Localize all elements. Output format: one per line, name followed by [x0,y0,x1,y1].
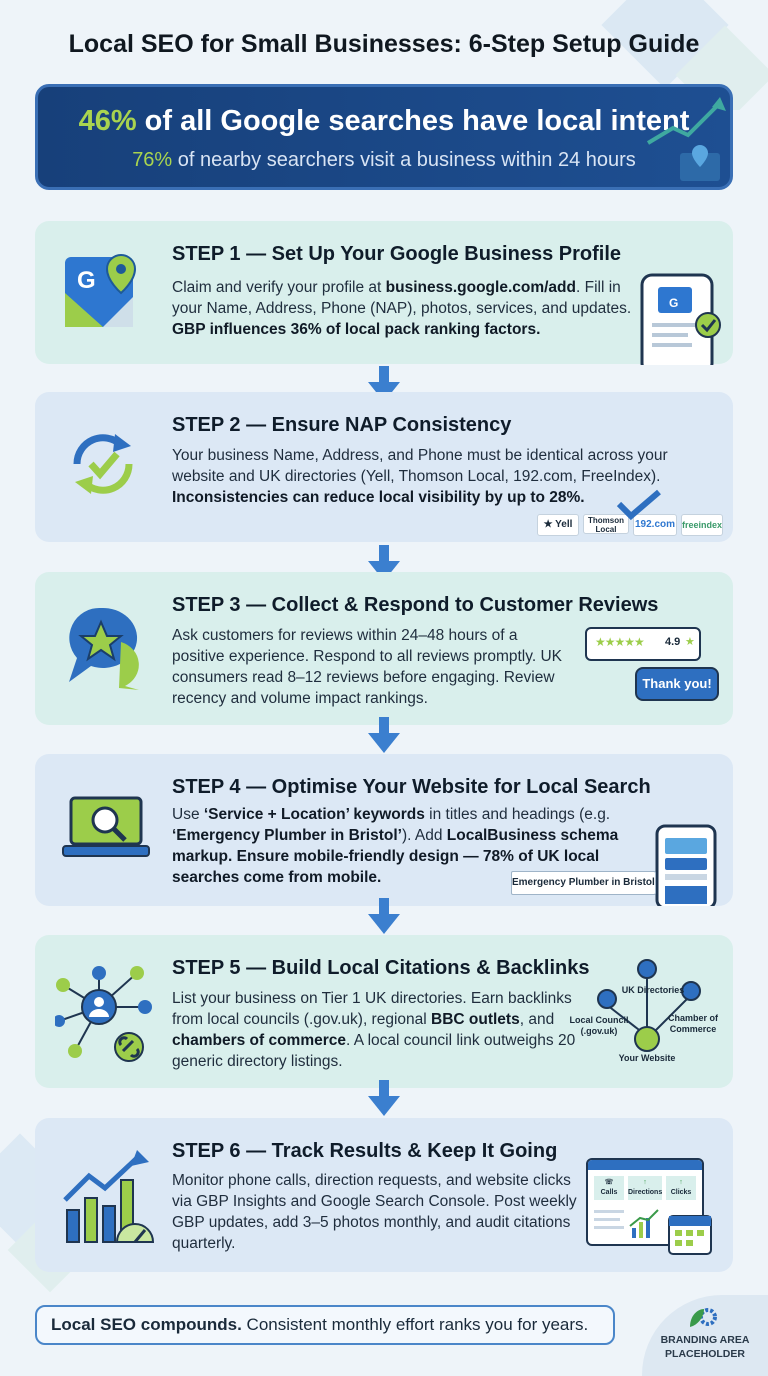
branding-area: BRANDING AREA PLACEHOLDER [642,1295,768,1376]
step-5-card: STEP 5 — Build Local Citations & Backlin… [35,935,733,1088]
chip-label: 192.com [634,519,676,530]
stat-local-intent: 46% of all Google searches have local in… [38,105,730,138]
search-bar: Emergency Plumber in Bristol | [511,871,656,895]
step-description: Use ‘Service + Location’ keywords in tit… [172,804,642,888]
svg-text:G: G [77,267,96,294]
page-title: Local SEO for Small Businesses: 6-Step S… [68,30,700,58]
highlight-text: BBC outlets [431,1011,520,1028]
highlight-text: chambers of commerce [172,1032,347,1049]
text: Use [172,806,204,823]
down-arrow-icon [368,898,400,934]
highlight-text: GBP influences 36% of local pack ranking… [172,321,541,338]
step-heading: STEP 3 — Collect & Respond to Customer R… [172,594,659,616]
footer-text: Consistent monthly effort ranks you for … [241,1315,589,1334]
step-heading: STEP 2 — Ensure NAP Consistency [172,414,512,436]
directory-chip-freeindex: freeindex [681,514,723,536]
footer-callout: Local SEO compounds. Consistent monthly … [35,1305,615,1345]
svg-text:G: G [669,296,678,310]
branding-line: PLACEHOLDER [665,1348,745,1360]
review-card: ★★★★★ 4.9 ★ [585,627,701,661]
google-maps-icon: G [65,253,137,327]
step-description: List your business on Tier 1 UK director… [172,988,582,1072]
node-label-chamber: Chamber of Commerce [667,1013,718,1034]
step-heading: STEP 4 — Optimise Your Website for Local… [172,776,651,798]
text: ). Add [401,827,447,844]
step-2-card: STEP 2 — Ensure NAP Consistency Your bus… [35,392,733,542]
node-label-website: Your Website [618,1053,676,1063]
phone-website-icon [655,824,717,906]
stat-visit: 76% of nearby searchers visit a business… [38,149,730,172]
step-3-card: STEP 3 — Collect & Respond to Customer R… [35,572,733,725]
network-icon [55,966,152,1062]
step-description: Your business Name, Address, and Phone m… [172,445,712,508]
highlight-text: ‘Service + Location’ keywords [203,806,425,823]
step-6-card: STEP 6 — Track Results & Keep It Going M… [35,1118,733,1272]
trend-arrow-icon [646,97,726,181]
calendar-icon [668,1215,712,1255]
text: List your business on Tier 1 UK director… [172,990,572,1028]
footer-bold: Local SEO compounds. [51,1315,242,1334]
text: . Fill in your Name, Address, Phone (NAP… [172,279,632,317]
star-rating-icon: ★★★★★ [595,635,645,649]
metric-label: Directions [628,1189,663,1196]
stats-banner: 46% of all Google searches have local in… [35,84,733,190]
up-arrow-icon: ↑ [643,1179,647,1186]
chip-label: Yell [555,519,573,530]
metric-label: Clicks [670,1189,692,1196]
step-heading: STEP 1 — Set Up Your Google Business Pro… [172,243,621,265]
down-arrow-icon [368,717,400,753]
highlight-text: ‘Emergency Plumber in Bristol’ [172,827,402,844]
highlight-text: Inconsistencies can reduce local visibil… [172,489,585,506]
step-description: Monitor phone calls, direction requests,… [172,1172,577,1252]
directory-chip-192: 192.com [633,514,677,536]
link-text: business.google.com/add [385,279,576,296]
metric-calls: ☏ Calls [594,1176,624,1200]
sync-check-icon [73,434,133,494]
branding-text: BRANDING AREA PLACEHOLDER [642,1333,768,1361]
node-label-council: Local Council (.gov.uk) [569,1015,629,1036]
text: Claim and verify your profile at [172,279,386,296]
text: , and [519,1011,555,1028]
stat-text: of all Google searches have local intent [136,105,690,137]
laptop-search-icon [62,796,150,857]
step-description: Claim and verify your profile at busines… [172,277,647,340]
metric-clicks: ↑ Clicks [666,1176,696,1200]
stat-value: 46% [78,105,137,137]
branding-line: BRANDING AREA [660,1334,750,1346]
down-arrow-icon [368,545,400,581]
step-heading: STEP 5 — Build Local Citations & Backlin… [172,957,590,979]
directory-chip-thomson: Thomson Local [583,514,629,534]
growth-chart-icon [63,1150,155,1243]
highlight-text: LocalBusiness schema markup. Ensure mobi… [172,827,619,886]
metric-label: Calls [600,1189,618,1196]
node-label-directories: UK Directories [621,985,685,995]
step-heading: STEP 6 — Track Results & Keep It Going [172,1140,558,1162]
reply-bubble: Thank you! [635,667,719,701]
down-arrow-icon [368,1080,400,1116]
phone-icon: ☏ [604,1179,614,1186]
step-4-card: STEP 4 — Optimise Your Website for Local… [35,754,733,906]
stat-text: of nearby searchers visit a business wit… [172,149,636,171]
rating-value: 4.9 [665,636,681,648]
text: in titles and headings (e.g. [424,806,611,823]
stat-value: 76% [132,149,173,171]
step-1-card: G STEP 1 — Set Up Your Google Business P… [35,221,733,365]
citation-diagram [597,959,701,1052]
dashboard-widget: ☏ Calls ↑ Directions ↑ Clicks [586,1158,704,1246]
up-arrow-icon: ↑ [679,1179,683,1186]
star-chat-icon [69,607,139,690]
star-icon: ★ [685,636,695,648]
directory-chip-yell: ★ Yell [537,514,579,536]
chip-label: freeindex [682,520,723,530]
text: . A local council link outweighs 20 gene… [172,1032,576,1070]
step-description: Ask customers for reviews within 24–48 h… [172,627,562,707]
chip-label: Thomson Local [588,516,624,534]
metric-directions: ↑ Directions [628,1176,662,1200]
phone-profile-icon: G [640,273,721,365]
checkmark-icon [616,489,661,521]
text: Your business Name, Address, and Phone m… [172,447,668,485]
window-bar [588,1160,702,1170]
mini-chart-icon [594,1209,659,1238]
gear-leaf-icon [690,1308,717,1327]
